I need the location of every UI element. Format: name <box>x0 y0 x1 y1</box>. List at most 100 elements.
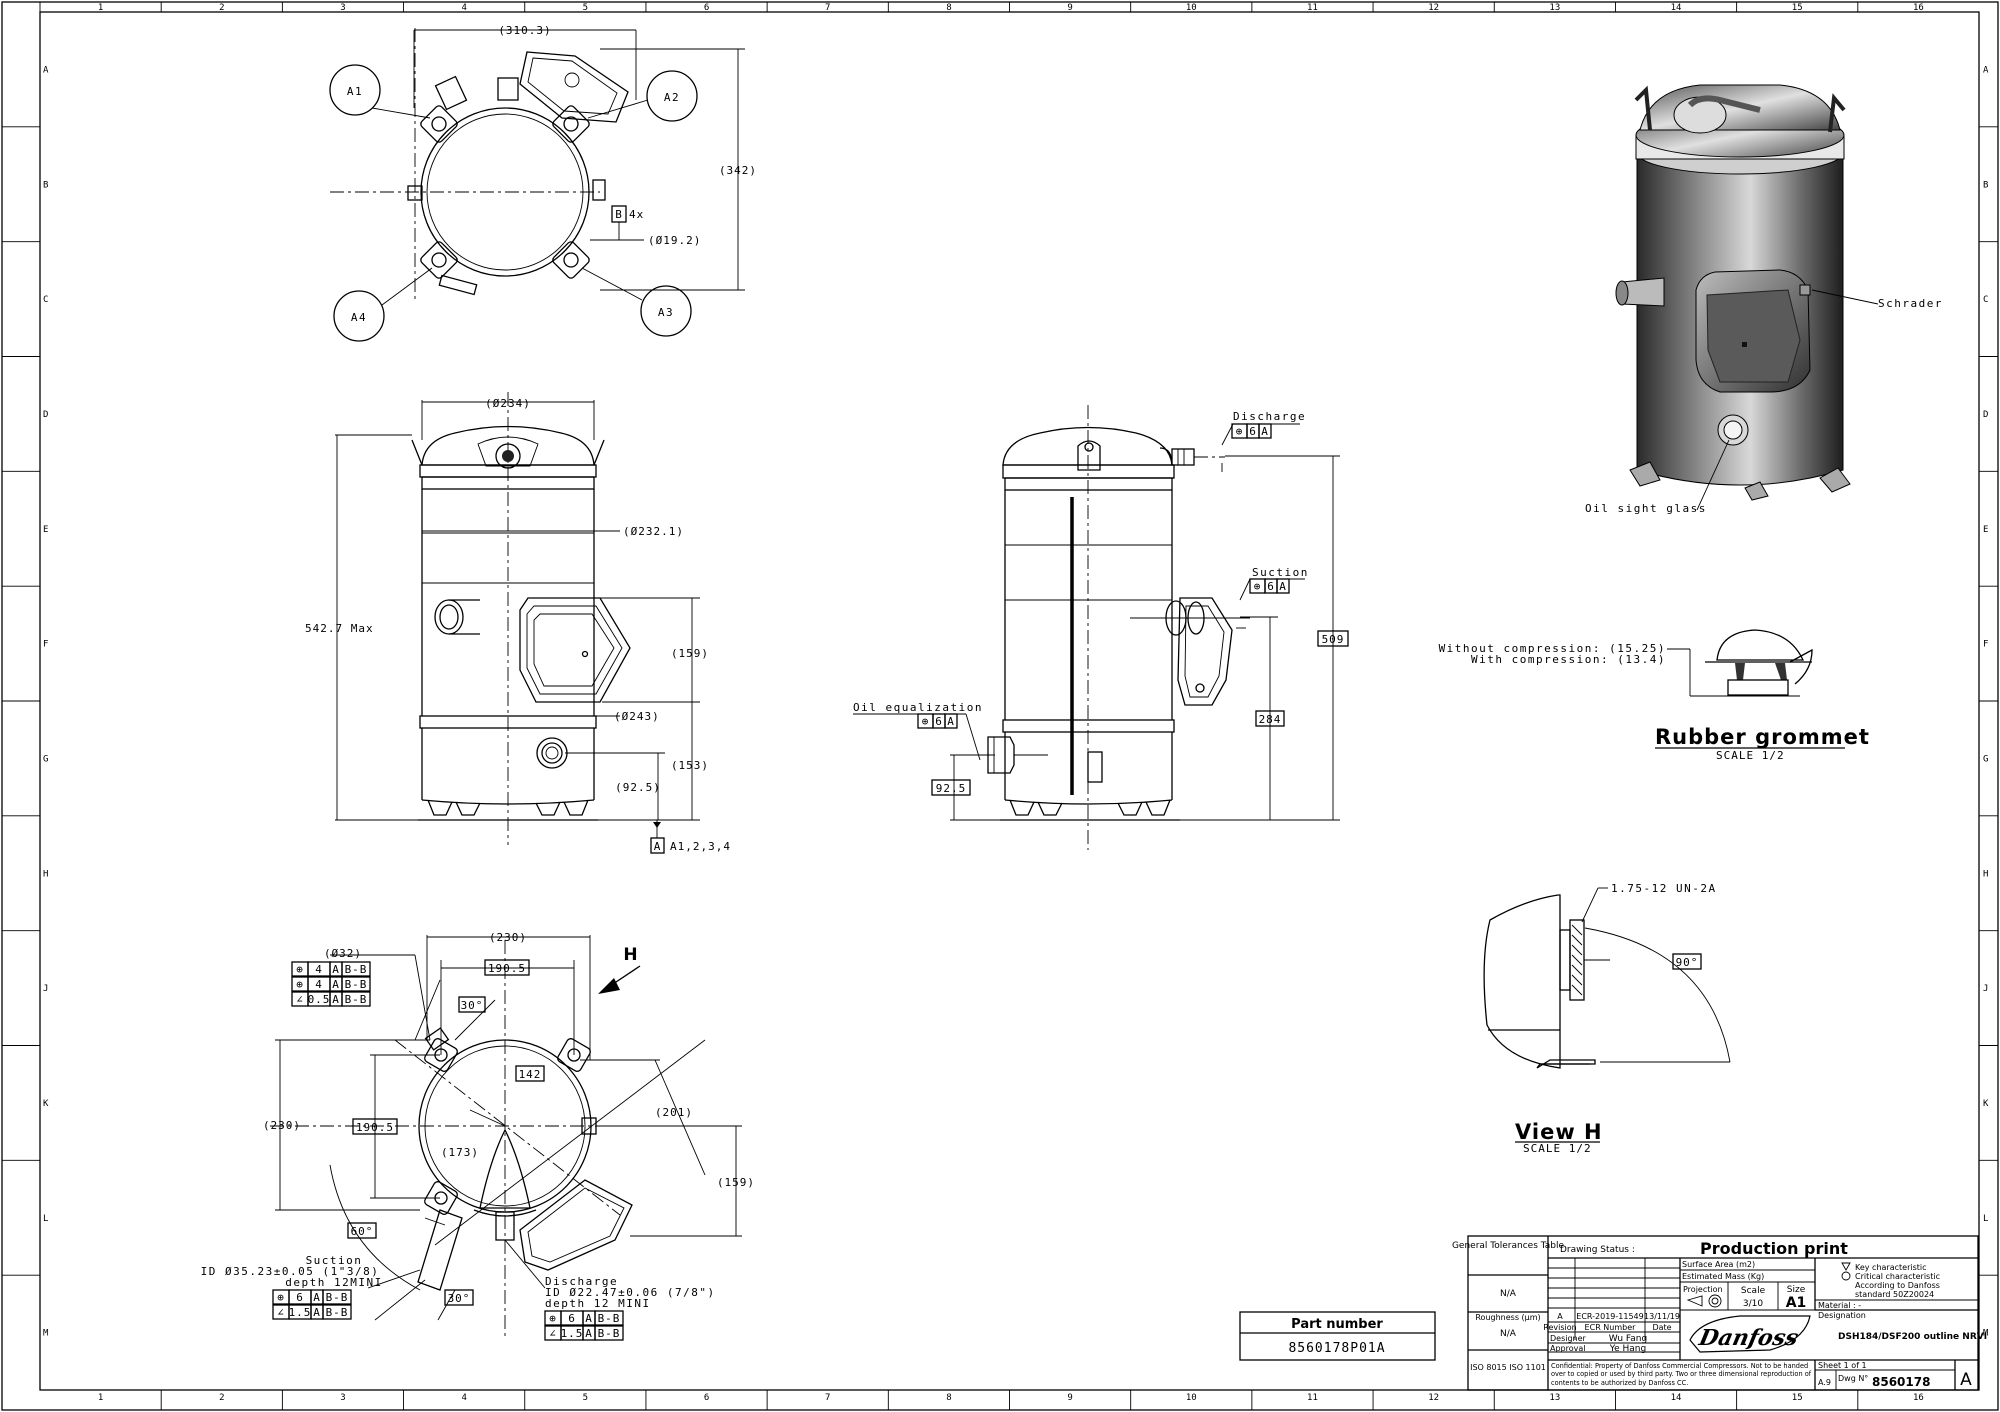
svg-text:According to Danfoss: According to Danfoss <box>1855 1281 1940 1290</box>
grommet-without-compression: Without compression: (15.25) <box>1439 642 1666 655</box>
grid-col-label: 11 <box>1307 1393 1318 1403</box>
grid-col-label: 10 <box>1186 1393 1197 1403</box>
tolerance-cell: ⊕ <box>296 963 304 976</box>
grid-col-label: 15 <box>1792 1393 1803 1403</box>
dim-509: 509 <box>1317 630 1349 647</box>
grid-col-label: 5 <box>583 3 588 13</box>
grid-row-label: J <box>43 984 48 994</box>
general-tolerances: General Tolerances Table <box>1452 1241 1565 1251</box>
svg-text:⊕: ⊕ <box>1254 580 1262 593</box>
svg-text:depth 12 MINI: depth 12 MINI <box>545 1297 651 1310</box>
callout-bottom-discharge: Discharge ID Ø22.47±0.06 (7/8") depth 12… <box>504 1239 714 1341</box>
callout-suction: Suction ⊕ 6 A <box>1239 566 1307 601</box>
angle-30-bottom: 30° <box>444 1289 474 1306</box>
grid-col-label: 7 <box>825 1393 830 1403</box>
grid-col-label: 5 <box>583 1393 588 1403</box>
tolerance-cell: A <box>585 1327 593 1340</box>
grid-row-label: M <box>1983 1329 1989 1339</box>
svg-text:284: 284 <box>1259 713 1282 726</box>
grid-row-label: C <box>1983 295 1988 305</box>
svg-text:Date: Date <box>1652 1323 1671 1332</box>
tolerance-cell: A <box>332 993 340 1006</box>
callout-discharge: Discharge ⊕ 6 A <box>1221 410 1305 446</box>
datum-a-box: A A1,2,3,4 <box>650 837 730 854</box>
grid-col-label: 16 <box>1913 1393 1924 1403</box>
view-h-detail: 90° 1.75-12 UN-2A View H SCALE 1/2 <box>1483 882 1731 1155</box>
grid-col-label: 7 <box>825 3 830 13</box>
svg-text:N/A: N/A <box>1500 1289 1517 1299</box>
dim-92-5-front: (92.5) <box>615 781 661 794</box>
tolerance-cell: 0.5 <box>308 993 331 1006</box>
grid-col-label: 8 <box>946 3 951 13</box>
drawing-status: Production print <box>1700 1239 1848 1258</box>
designer-name: Wu Fang <box>1609 1334 1647 1344</box>
grid-row-label: M <box>43 1329 49 1339</box>
svg-text:Projection: Projection <box>1683 1285 1723 1294</box>
label-schrader: Schrader <box>1878 297 1943 310</box>
bubble-a1: A1 <box>329 64 431 119</box>
grid-column-labels: 1122334455667788991010111112121313141415… <box>98 2 1924 1410</box>
dim-201: (201) <box>655 1106 693 1119</box>
svg-text:Suction: Suction <box>306 1254 363 1267</box>
dim-dia-232-1: (Ø232.1) <box>623 525 684 538</box>
svg-text:Danfoss: Danfoss <box>1696 1325 1801 1351</box>
svg-text:Sheet 1 of 1: Sheet 1 of 1 <box>1818 1361 1867 1370</box>
svg-text:142: 142 <box>519 1068 542 1081</box>
part-number-value: 8560178P01A <box>1288 1341 1385 1356</box>
mounting-foot-a1 <box>420 105 458 143</box>
grid-col-label: 13 <box>1549 3 1560 13</box>
terminal-box-front <box>519 597 631 703</box>
dim-342: (342) <box>719 164 757 177</box>
tolerance-cell: A <box>313 1291 321 1304</box>
grid-col-label: 3 <box>340 1393 345 1403</box>
mounting-foot-a2 <box>552 105 590 143</box>
tolerance-cell: ∠ <box>296 993 304 1006</box>
svg-text:Approval: Approval <box>1550 1344 1586 1353</box>
grid-row-label: B <box>43 180 48 190</box>
tolerance-cell: ∠ <box>549 1327 557 1340</box>
grid-col-label: 2 <box>219 3 224 13</box>
grid-col-label: 9 <box>1067 3 1072 13</box>
grid-col-label: 16 <box>1913 3 1924 13</box>
grid-col-label: 11 <box>1307 3 1318 13</box>
bottom-terminal-box <box>519 1179 633 1271</box>
grid-row-label: K <box>43 1099 49 1109</box>
title-block: General Tolerances Table N/A Roughness (… <box>1452 1235 1987 1391</box>
designation: DSH184/DSF200 outline NRVI <box>1838 1332 1987 1342</box>
svg-text:A: A <box>947 715 955 728</box>
svg-text:Key characteristic: Key characteristic <box>1855 1263 1927 1272</box>
svg-text:B: B <box>615 208 623 221</box>
dim-dia-234: (Ø234) <box>485 397 531 410</box>
grid-row-label: G <box>1983 754 1988 764</box>
grid-row-label: H <box>43 869 48 879</box>
grid-row-label: E <box>1983 525 1988 535</box>
bubble-a2: A2 <box>587 70 698 122</box>
grid-row-label: D <box>43 410 48 420</box>
datum-b-box: B 4x <box>611 205 644 223</box>
tolerance-cell: A <box>332 978 340 991</box>
svg-text:6: 6 <box>1267 580 1275 593</box>
grid-row-label: F <box>1983 640 1988 650</box>
svg-text:6: 6 <box>1249 425 1257 438</box>
mounting-foot-a3 <box>552 241 590 279</box>
tolerance-cell: B-B <box>598 1327 621 1340</box>
grid-col-label: 1 <box>98 3 103 13</box>
svg-text:Discharge: Discharge <box>545 1275 618 1288</box>
tolerance-cell: 6 <box>296 1291 304 1304</box>
svg-text:Material : -: Material : - <box>1818 1301 1861 1310</box>
dim-hole-19-2: (Ø19.2) <box>648 234 701 247</box>
mounting-foot-a4 <box>420 241 458 279</box>
svg-text:4x: 4x <box>629 208 644 221</box>
bubble-a4: A4 <box>333 267 433 342</box>
svg-text:90°: 90° <box>1676 956 1699 969</box>
svg-text:⊕: ⊕ <box>1236 425 1244 438</box>
dim-153-front: (153) <box>671 759 709 772</box>
svg-text:Drawing Status :: Drawing Status : <box>1560 1245 1635 1255</box>
grid-col-label: 4 <box>461 3 466 13</box>
svg-text:60°: 60° <box>351 1225 374 1238</box>
svg-text:⊕: ⊕ <box>922 715 930 728</box>
part-number-box: Part number 8560178P01A <box>1239 1311 1436 1361</box>
tolerance-cell: 1.5 <box>561 1327 584 1340</box>
